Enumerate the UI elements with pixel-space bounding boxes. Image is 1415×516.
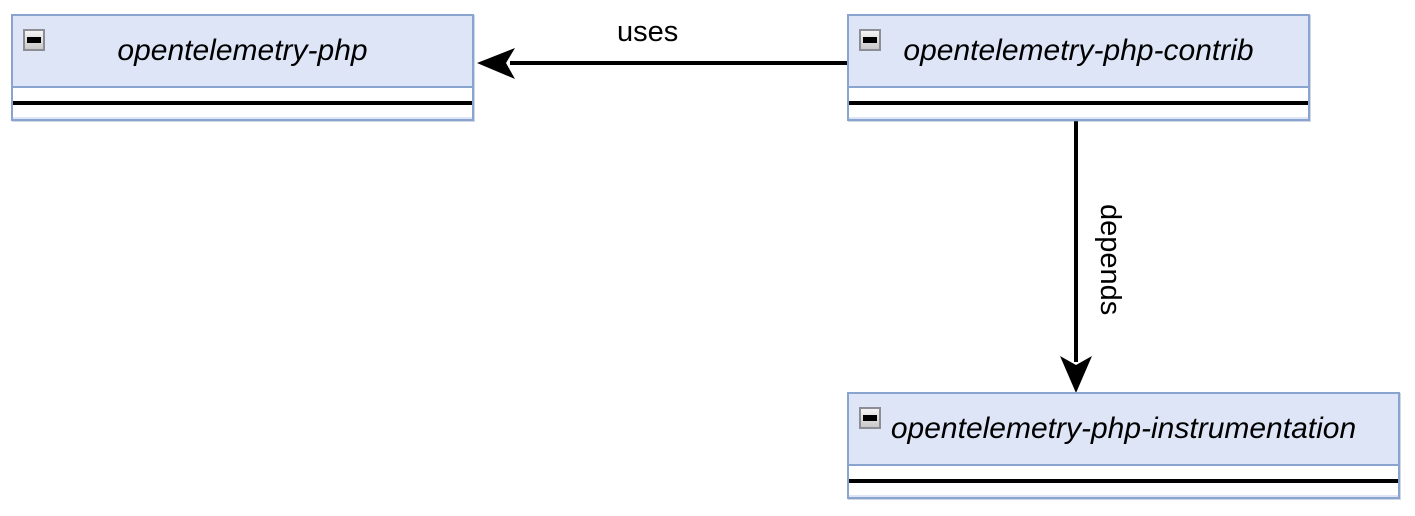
edge-depends <box>1060 119 1092 393</box>
node-header: opentelemetry-php <box>13 16 472 88</box>
node-opentelemetry-php[interactable]: opentelemetry-php <box>11 14 474 121</box>
edge-depends-arrowhead <box>1060 356 1092 393</box>
node-opentelemetry-php-instrumentation[interactable]: opentelemetry-php-instrumentation <box>847 392 1400 499</box>
edge-label-uses: uses <box>617 16 679 48</box>
node-title: opentelemetry-php <box>117 34 368 67</box>
node-title: opentelemetry-php-contrib <box>903 34 1254 67</box>
edge-uses <box>477 48 847 79</box>
node-body-compartment <box>13 88 472 117</box>
collapse-minus-icon[interactable] <box>859 407 881 429</box>
node-body-divider <box>849 478 1398 483</box>
node-body-divider <box>849 100 1308 105</box>
collapse-minus-icon[interactable] <box>859 29 881 51</box>
node-body-divider <box>13 100 472 105</box>
collapse-minus-icon[interactable] <box>23 29 45 51</box>
node-opentelemetry-php-contrib[interactable]: opentelemetry-php-contrib <box>847 14 1310 121</box>
node-body-compartment <box>849 466 1398 495</box>
edge-uses-arrowhead <box>477 48 515 79</box>
node-title: opentelemetry-php-instrumentation <box>890 412 1357 445</box>
edge-label-depends: depends <box>1094 204 1126 316</box>
node-header: opentelemetry-php-contrib <box>849 16 1308 88</box>
node-body-compartment <box>849 88 1308 117</box>
node-header: opentelemetry-php-instrumentation <box>849 394 1398 466</box>
